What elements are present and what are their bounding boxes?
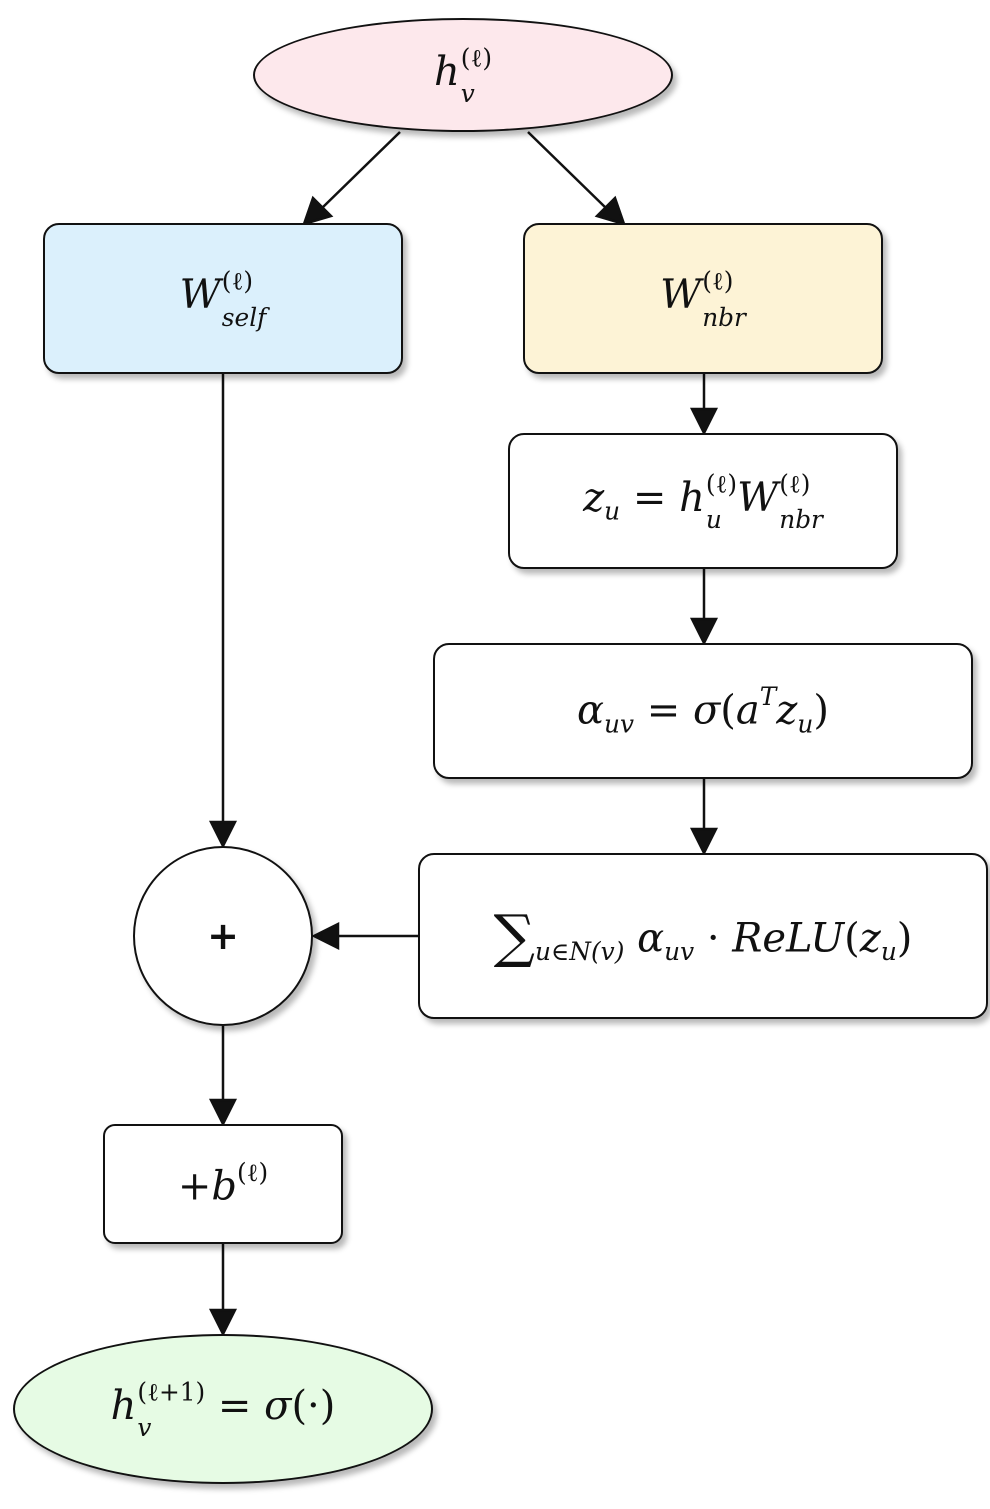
w-self-node: W(ℓ)self: [43, 223, 403, 374]
edge-zu-to-alpha-arrowhead: [689, 617, 719, 646]
sum-symbol: ∑: [493, 902, 535, 970]
output-node: h(ℓ+1)v = σ(·): [13, 1334, 433, 1484]
plus-symbol: +: [207, 914, 239, 958]
w-nbr-label: W(ℓ)nbr: [660, 266, 746, 332]
edge-wself-to-plus-arrowhead: [208, 820, 238, 849]
output-label: h(ℓ+1)v = σ(·): [110, 1377, 336, 1443]
aggregation-label: ∑u∈N(v) αuv · ReLU(zu): [493, 902, 913, 970]
w-nbr-node: W(ℓ)nbr: [523, 223, 883, 374]
edge-hv-to-wself: [320, 131, 401, 210]
input-node-label: h(ℓ)v: [434, 43, 492, 109]
edge-sum-to-plus-arrowhead: [311, 921, 340, 951]
input-node-h-v: h(ℓ)v: [253, 18, 673, 132]
aggregation-node: ∑u∈N(v) αuv · ReLU(zu): [418, 853, 988, 1019]
edge-hv-to-wnbr: [527, 131, 608, 210]
edge-bias-to-output-arrowhead: [208, 1308, 238, 1337]
bias-node: +b(ℓ): [103, 1124, 343, 1244]
w-self-label: W(ℓ)self: [179, 266, 267, 332]
edge-hv-to-wnbr-arrowhead: [594, 195, 626, 226]
edge-plus-to-bias-arrowhead: [208, 1098, 238, 1127]
bias-label: +b(ℓ): [177, 1158, 269, 1210]
attention-label: αuv = σ(aTzu): [577, 681, 829, 739]
edge-wnbr-to-zu-arrowhead: [689, 407, 719, 436]
edge-alpha-to-sum-arrowhead: [689, 827, 719, 856]
attention-node: αuv = σ(aTzu): [433, 643, 973, 779]
edge-hv-to-wself-arrowhead: [302, 195, 334, 226]
sum-circle-node: +: [133, 846, 313, 1026]
